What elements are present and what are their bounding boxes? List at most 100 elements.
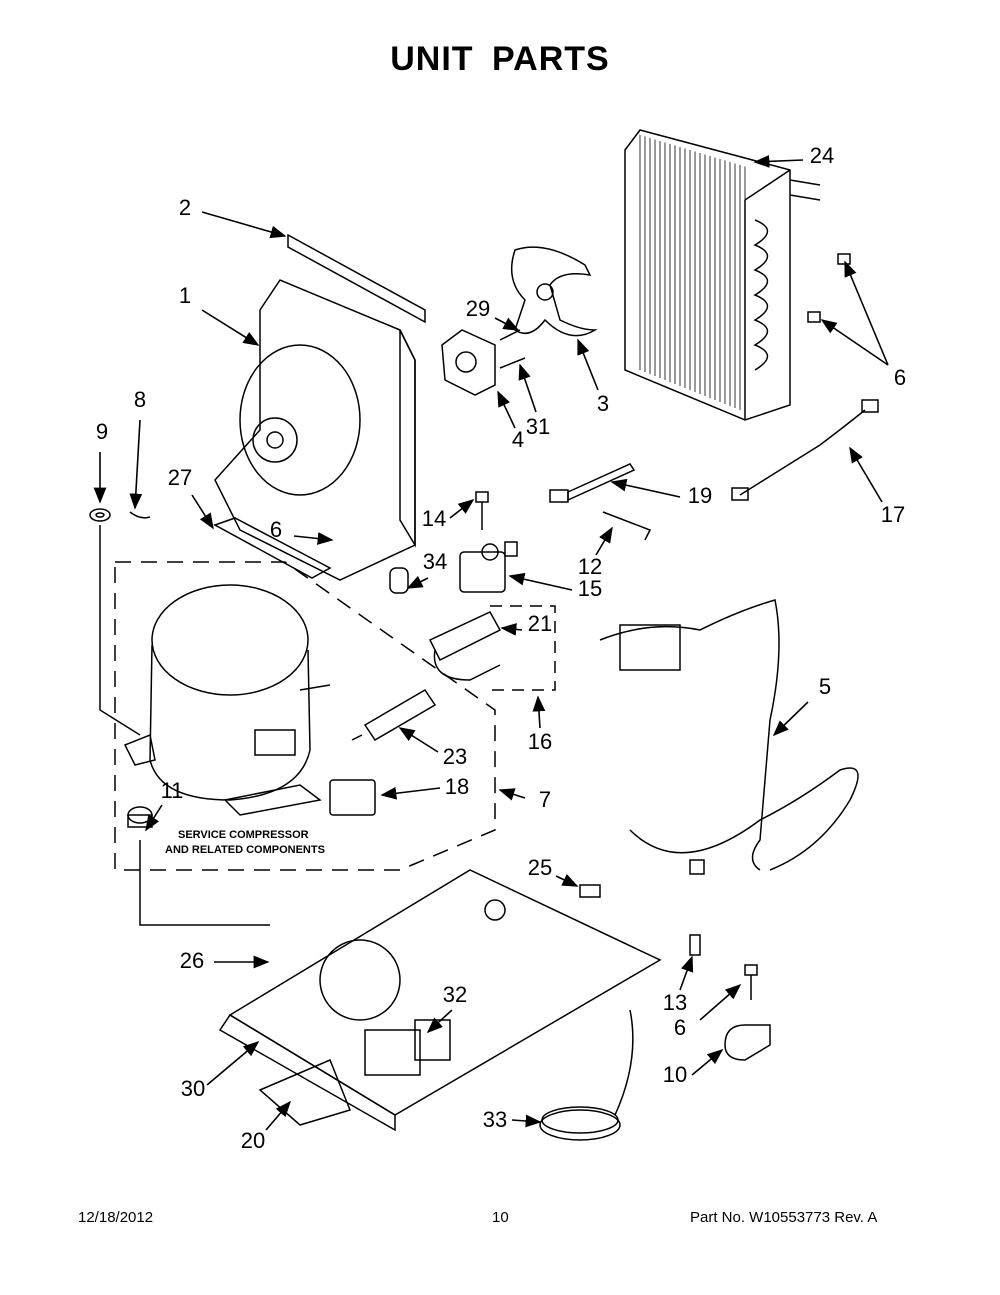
callout-5: 5 (819, 674, 831, 699)
callout-30: 30 (181, 1076, 205, 1101)
callout-6: 6 (674, 1015, 686, 1040)
grommet-part (89, 508, 111, 522)
leader-line-12 (595, 526, 613, 556)
callout-9: 9 (96, 419, 108, 444)
wire-line (99, 525, 270, 926)
page-title: UNIT PARTS (390, 40, 610, 78)
callout-18: 18 (445, 774, 469, 799)
service-compressor-note-line1: SERVICE COMPRESSOR (178, 829, 309, 841)
leader-line-23 (398, 727, 439, 753)
leader-line-10 (691, 1048, 724, 1076)
base-plate-part (218, 869, 662, 1132)
capacitor-part (389, 567, 409, 594)
leader-line-2 (201, 211, 287, 239)
leader-line-7 (498, 788, 526, 801)
callout-12: 12 (578, 554, 602, 579)
callout-11: 11 (161, 778, 184, 803)
leader-line-6 (844, 260, 889, 366)
leader-line-6 (293, 532, 334, 545)
callout-6: 6 (270, 517, 282, 542)
leader-line-16 (532, 695, 546, 729)
callout-19: 19 (688, 483, 712, 508)
callout-31: 31 (526, 414, 550, 439)
screw-part (807, 253, 851, 323)
callout-26: 26 (180, 948, 204, 973)
assembly-7-boundary (114, 561, 496, 871)
leader-line-20 (265, 1100, 292, 1131)
callout-34: 34 (423, 549, 447, 574)
callout-29: 29 (466, 296, 490, 321)
assembly-16-boundary (490, 605, 556, 691)
leader-line-34 (406, 575, 429, 589)
insulation-sheet-part (258, 1059, 352, 1126)
callout-7: 7 (539, 787, 551, 812)
leader-line-11 (145, 804, 163, 832)
leader-line-4 (497, 390, 516, 429)
cable-tie-part (549, 463, 636, 503)
callout-10: 10 (663, 1062, 687, 1087)
callout-16: 16 (528, 729, 552, 754)
main-wire-harness-part (599, 599, 859, 875)
footer-part-number: Part No. W10553773 Rev. A (690, 1209, 878, 1226)
fan-blade-part (510, 246, 598, 337)
callout-1: 1 (179, 283, 191, 308)
wire-harness-part (731, 399, 879, 501)
callout-8: 8 (134, 387, 146, 412)
mounting-plate-part (213, 517, 332, 579)
fan-shroud-part (214, 279, 416, 581)
leader-line-30 (206, 1040, 260, 1086)
solenoid-valve-part (459, 541, 518, 593)
clamp-part (724, 1024, 771, 1061)
callout-15: 15 (578, 576, 602, 601)
leader-line-1 (201, 309, 260, 346)
gasket-strip-part (287, 233, 426, 324)
callout-14: 14 (422, 506, 446, 531)
callout-17: 17 (881, 502, 905, 527)
callout-25: 25 (528, 855, 552, 880)
compressor-part (123, 584, 331, 816)
callout-24: 24 (810, 143, 834, 168)
leader-line-32 (426, 1009, 453, 1034)
water-valve-part (364, 1019, 451, 1076)
fan-motor-part (441, 329, 526, 396)
leader-line-29 (494, 317, 520, 331)
leader-line-24 (753, 155, 804, 168)
grommet-part (127, 806, 153, 828)
callout-32: 32 (443, 982, 467, 1007)
leader-line-5 (772, 701, 809, 737)
leader-line-6 (699, 983, 742, 1021)
callout-27: 27 (168, 465, 192, 490)
callout-3: 3 (597, 391, 609, 416)
bracket-part (428, 611, 502, 681)
callout-23: 23 (443, 744, 467, 769)
leader-line-27 (191, 494, 214, 530)
callout-21: 21 (528, 611, 552, 636)
start-relay-part (329, 779, 376, 816)
callout-6: 6 (894, 365, 906, 390)
filter-drier-part (351, 688, 437, 742)
footer-page-number: 10 (492, 1209, 509, 1226)
leader-line-15 (508, 572, 573, 591)
leader-line-3 (577, 338, 599, 391)
condenser-part (624, 129, 821, 421)
tube-part (602, 511, 652, 541)
callout-13: 13 (663, 990, 687, 1015)
leader-line-21 (500, 623, 523, 636)
footer-date: 12/18/2012 (78, 1209, 154, 1226)
callout-2: 2 (179, 195, 191, 220)
leader-line-8 (129, 419, 143, 510)
callout-20: 20 (241, 1128, 265, 1153)
leader-line-17 (849, 446, 883, 503)
leader-line-18 (380, 786, 441, 800)
service-compressor-note-line2: AND RELATED COMPONENTS (165, 844, 325, 856)
leader-line-14 (449, 499, 475, 519)
clip-part (129, 511, 151, 519)
screw-part (744, 964, 758, 1000)
leader-line-6 (820, 319, 889, 366)
tubing-coil-part (539, 1009, 634, 1141)
leveling-leg-part (689, 934, 701, 956)
leader-line-13 (679, 955, 694, 991)
leader-line-25 (555, 874, 579, 887)
leader-line-19 (610, 478, 681, 498)
